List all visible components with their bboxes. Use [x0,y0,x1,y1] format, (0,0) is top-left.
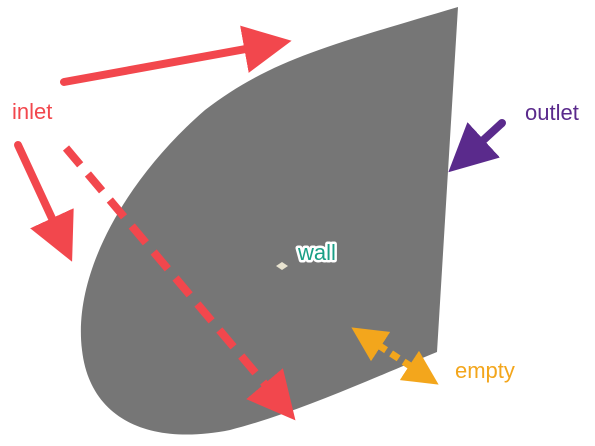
empty-arrow [351,327,439,385]
label-wall: wall [297,240,336,265]
inlet-arrow-left [14,141,74,262]
label-outlet: outlet [525,100,579,125]
inlet-arrow-top [60,25,292,86]
outlet-arrow [448,119,506,173]
wall-marker [276,262,288,270]
label-inlet: inlet [12,99,52,124]
label-empty: empty [455,358,515,383]
inlet-arrow-dashed [62,145,296,421]
